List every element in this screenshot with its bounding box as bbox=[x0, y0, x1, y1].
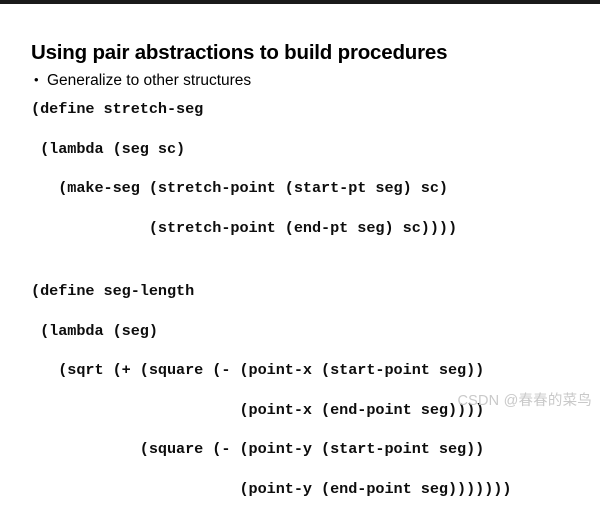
code-line: (square (- (point-y (start-point seg)) bbox=[31, 440, 485, 458]
code-block-stretch-seg: (define stretch-seg (lambda (seg sc) (ma… bbox=[31, 97, 596, 255]
page-title: Using pair abstractions to build procedu… bbox=[31, 40, 448, 64]
code-line: (lambda (seg sc) bbox=[31, 139, 186, 158]
code-line: (point-y (end-point seg))))))) bbox=[31, 479, 512, 498]
top-edge-bar bbox=[0, 0, 600, 4]
code-line: (define stretch-seg bbox=[31, 100, 204, 118]
code-blank-line bbox=[31, 255, 596, 279]
slide-canvas: Using pair abstractions to build procedu… bbox=[0, 0, 600, 498]
bullet-point-icon: • bbox=[34, 72, 39, 87]
code-line: (sqrt (+ (square (- (point-x (start-poin… bbox=[31, 361, 485, 379]
code-line: (stretch-point (end-pt seg) sc)))) bbox=[31, 218, 458, 237]
code-line: (make-seg (stretch-point (start-pt seg) … bbox=[31, 179, 448, 197]
bullet-item-label: Generalize to other structures bbox=[47, 72, 252, 89]
code-line: (lambda (seg) bbox=[31, 321, 158, 340]
csdn-watermark: CSDN @春春的菜鸟 bbox=[457, 393, 592, 409]
bullet-list: • Generalize to other structures bbox=[34, 70, 251, 90]
code-line: (define seg-length bbox=[31, 282, 195, 300]
code-area: (define stretch-seg (lambda (seg sc) (ma… bbox=[31, 97, 596, 516]
list-item: • Generalize to other structures bbox=[34, 70, 251, 90]
